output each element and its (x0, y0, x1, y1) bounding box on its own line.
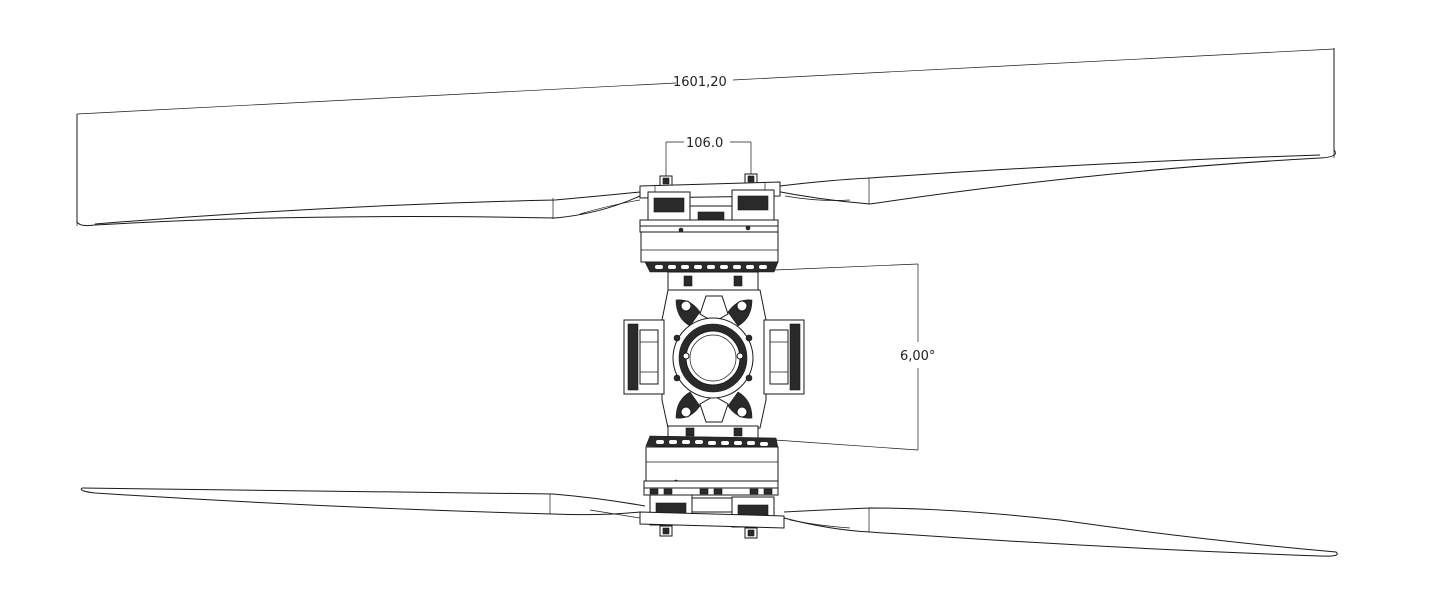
span-dimension: 1601,20 (76, 48, 1335, 226)
angle-label: 6,00° (900, 349, 935, 364)
lower-propeller (80, 487, 1338, 557)
upper-motor (639, 173, 781, 273)
center-mount (623, 271, 805, 441)
mount-spacing-dimension: 106.0 (665, 136, 752, 178)
angle-dimension: 6,00° (774, 263, 935, 451)
upper-propeller (76, 48, 1336, 227)
lower-motor (639, 435, 785, 539)
mount-spacing-label: 106.0 (686, 136, 723, 151)
span-dimension-label: 1601,20 (673, 75, 727, 90)
